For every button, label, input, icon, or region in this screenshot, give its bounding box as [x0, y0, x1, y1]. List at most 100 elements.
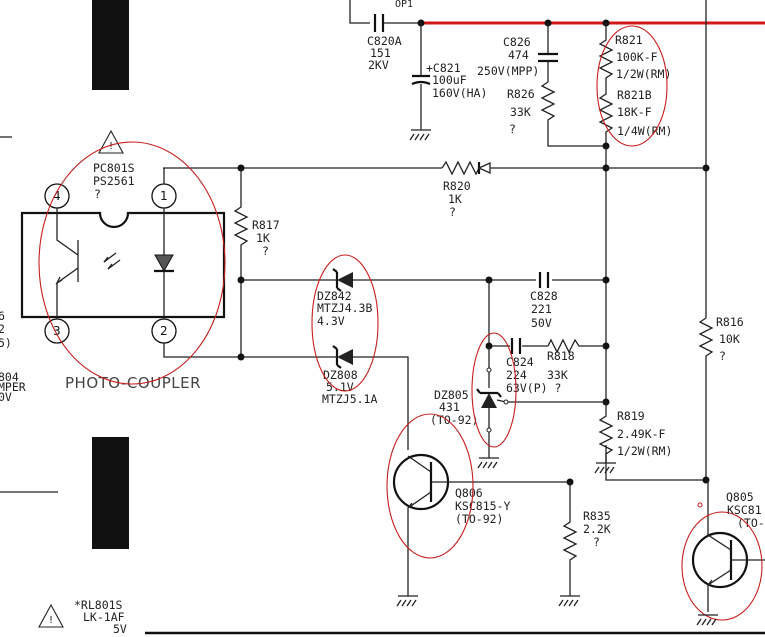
c820a-rating: 2KV: [368, 58, 389, 72]
dz842-ref: DZ842: [317, 289, 352, 303]
dz808-part: MTZJ5.1A: [322, 392, 377, 406]
q806-ref: Q806: [455, 486, 483, 500]
c826-rating: 250V(MPP): [477, 64, 539, 78]
c824-ref: C824: [506, 355, 534, 369]
r826-note: ?: [509, 122, 516, 136]
ground-symbol: [477, 455, 499, 469]
c821-value: 100uF: [432, 73, 467, 87]
resistor-r818: R818 33K: [547, 338, 582, 382]
r817-ref: R817: [252, 218, 280, 232]
ground-symbol: [594, 460, 616, 474]
q806-part: KSC815-Y: [455, 499, 510, 513]
r821-value: 100K-F: [616, 50, 658, 64]
q805-part: KSC81: [727, 503, 762, 517]
r816-note: ?: [719, 349, 726, 363]
ground-symbol: [396, 593, 418, 607]
ground-symbol: [409, 125, 431, 141]
pin-3-label: 3: [53, 324, 61, 338]
heatsink-bar-bottom: [92, 437, 129, 549]
svg-text:6: 6: [0, 309, 5, 323]
rl801-ref: *RL801S: [74, 598, 123, 612]
dz842-part: MTZJ4.3B: [317, 301, 372, 315]
resistor-r821: R821 100K-F 1/2W(RM): [598, 23, 671, 146]
inspection-circle-zeners: [311, 254, 379, 392]
r826-value: 33K: [510, 105, 531, 119]
warning-icon: [38, 603, 64, 628]
r821b-ref: R821B: [617, 88, 652, 102]
capacitor-c820a: C820A 151 2KV: [367, 14, 421, 72]
photo-coupler-label: PHOTO-COUPLER: [65, 374, 201, 392]
c824-value: 224: [506, 368, 527, 382]
photocoupler-pc801: 4 1 3 2 PC801S PS2561 ? PHOTO-COUPLER: [20, 161, 241, 392]
c820a-value: 151: [370, 46, 391, 60]
svg-text:0V: 0V: [0, 390, 12, 404]
zener-dz842: DZ842 MTZJ4.3B 4.3V: [317, 268, 372, 328]
r818-value: 33K: [547, 368, 568, 382]
svg-text:804: 804: [0, 370, 19, 384]
ground-symbol: [696, 614, 718, 626]
wire-top-left: [349, 0, 370, 24]
r835-value: 2.2K: [583, 522, 611, 536]
capacitor-c821: +C821 100uF 160V(HA): [411, 23, 487, 125]
resistor-r819: R819 2.49K-F 1/2W(RM): [598, 402, 672, 460]
capacitor-c828: C828 221 50V: [530, 272, 558, 330]
q806-package: (TO-92): [455, 512, 503, 526]
r817-note: ?: [262, 244, 269, 258]
pc801-part: PS2561: [93, 174, 135, 188]
r821b-value: 18K-F: [617, 105, 652, 119]
inspection-circle-r821: [596, 25, 668, 147]
test-point: [697, 502, 703, 508]
wire-dz808-line: [241, 356, 409, 450]
q805-ref: Q805: [726, 490, 754, 504]
rl801-part: LK-1AF: [83, 610, 125, 624]
c826-value: 474: [508, 48, 529, 62]
svg-text:2: 2: [0, 322, 5, 336]
dz808-ref: DZ808: [323, 368, 358, 382]
capacitor-c826: C826 474 250V(MPP): [477, 23, 558, 82]
left-box-outline: [0, 136, 58, 493]
pc801-ref: PC801S: [93, 161, 135, 175]
c821-rating: 160V(HA): [432, 86, 487, 100]
op1-label: OP1: [395, 0, 413, 10]
c828-rating: 50V: [531, 316, 552, 330]
c826-ref: C826: [503, 35, 531, 49]
warning-icon-mark: !: [48, 615, 54, 626]
dz805-ref: DZ805: [434, 388, 469, 402]
r821-ref: R821: [615, 33, 643, 47]
dz842-voltage: 4.3V: [317, 314, 345, 328]
c828-ref: C828: [530, 289, 558, 303]
r817-value: 1K: [256, 231, 270, 245]
r835-note: ?: [593, 535, 600, 549]
r826-ref: R826: [507, 87, 535, 101]
resistor-r820: R820 1K ?: [441, 160, 706, 219]
c820a-ref: C820A: [367, 34, 402, 48]
resistor-r835: R835 2.2K ?: [562, 482, 611, 593]
resistor-r817: R817 1K ?: [233, 168, 280, 357]
r821-rating: 1/2W(RM): [616, 67, 671, 81]
regulator-dz805: DZ805 431 (TO-92): [430, 346, 606, 455]
q805-package: (TO-: [737, 516, 765, 530]
svg-text:5): 5): [0, 336, 12, 350]
r820-value: 1K: [448, 192, 462, 206]
resistor-r826: R826 33K ?: [507, 81, 606, 147]
resistor-r821b: R821B 18K-F 1/4W(RM): [617, 88, 672, 138]
ground-symbol: [558, 593, 580, 607]
heatsink-bar-top: [92, 0, 129, 90]
c821-ref: +C821: [426, 61, 461, 75]
inspection-circle-photocoupler: [38, 141, 226, 385]
r835-ref: R835: [583, 509, 611, 523]
svg-text:!: !: [108, 141, 114, 152]
c824-rating: 63V(P) ?: [506, 381, 561, 395]
warning-icon: !: [98, 129, 124, 154]
pin-4-label: 4: [53, 189, 61, 203]
r819-rating: 1/2W(RM): [617, 444, 672, 458]
transistor-q805: Q805 KSC81 (TO-: [691, 480, 765, 612]
inspection-circle-q805: [681, 511, 763, 621]
c828-value: 221: [531, 302, 552, 316]
resistor-r816: R816 10K ?: [698, 315, 744, 480]
r818-ref: R818: [547, 349, 575, 363]
inspection-circle-dz805: [471, 332, 517, 448]
svg-text:MPER: MPER: [0, 380, 26, 394]
r821b-rating: 1/4W(RM): [617, 124, 672, 138]
